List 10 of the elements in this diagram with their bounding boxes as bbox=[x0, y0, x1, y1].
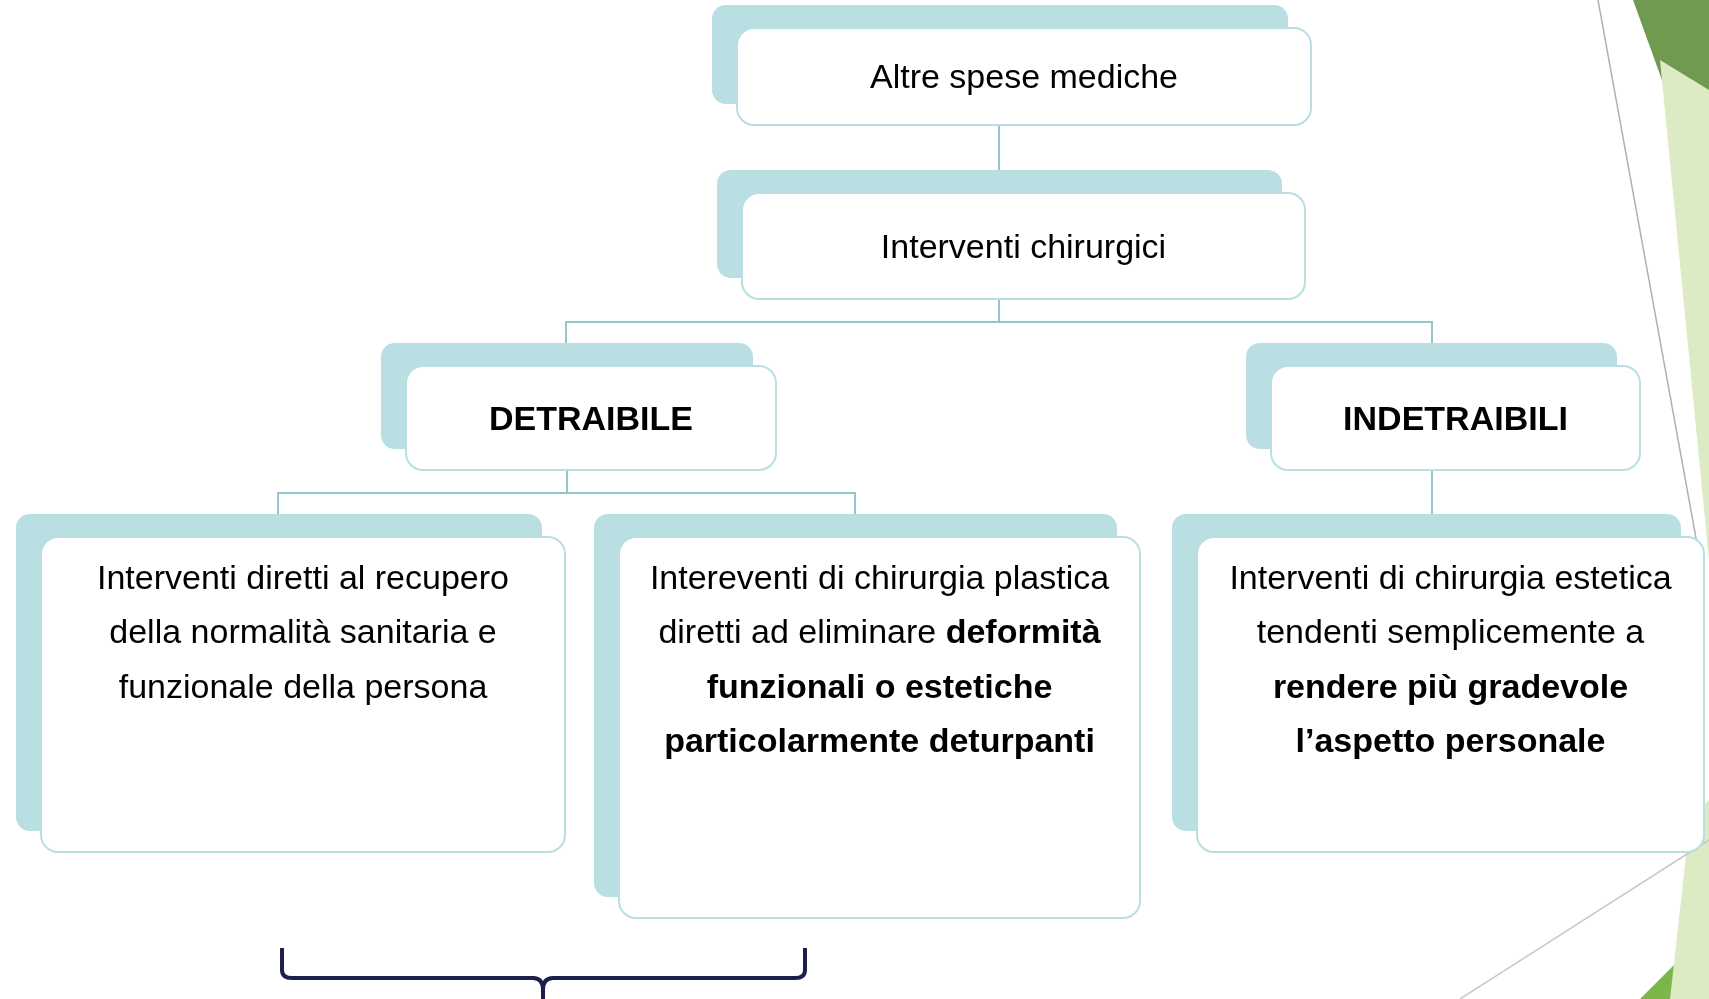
box-text: DETRAIBILE bbox=[489, 397, 693, 439]
box-text: Interventi chirurgici bbox=[880, 225, 1167, 267]
connector-line bbox=[998, 125, 1000, 171]
box-text: Altre spese mediche bbox=[869, 56, 1178, 98]
box-text: INDETRAIBILI bbox=[1343, 397, 1568, 439]
box-text: Interventi di chirurgia estetica tendenti semplicemente a rendere più gradevole l’aspetto personale bbox=[1228, 557, 1673, 762]
connector-line bbox=[1431, 470, 1433, 515]
connector-line bbox=[566, 470, 856, 515]
box-text: Intereventi di chirurgia plastica diretti ad eliminare deformità funzionali o estetiche particolarmente deturpanti bbox=[648, 557, 1111, 762]
box-text: Interventi diretti al recupero della normalità sanitaria e funzionale della persona bbox=[96, 557, 510, 707]
